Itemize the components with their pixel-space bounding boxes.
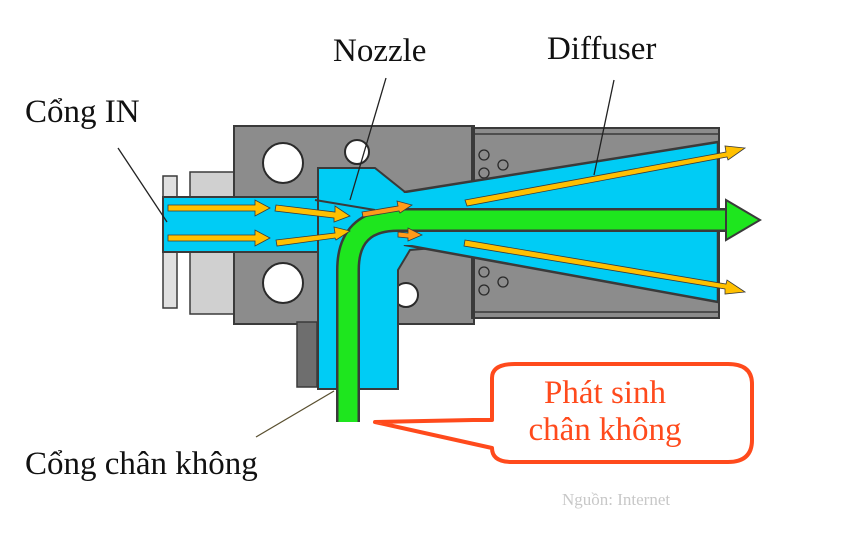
callout-line-1: Phát sinh [544, 375, 666, 411]
leader-lines [117, 77, 615, 438]
vacuum-flow-arrow [336, 198, 762, 422]
nozzle-label: Nozzle [333, 33, 427, 69]
callout-line-2: chân không [528, 411, 682, 448]
callout-text: Phát sinh chân không [480, 375, 730, 449]
air-flow-arrows [167, 145, 747, 295]
diffuser-label: Diffuser [547, 31, 657, 67]
source-credit: Nguồn: Internet [562, 490, 671, 509]
inlet-port-label: Cổng IN [25, 94, 140, 130]
callout-bubble [373, 362, 754, 464]
vacuum-port-label: Cổng chân không [25, 446, 258, 482]
